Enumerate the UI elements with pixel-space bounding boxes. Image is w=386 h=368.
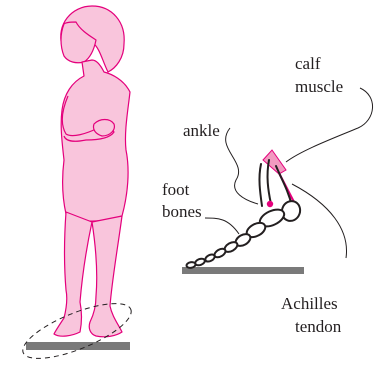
ankle-joint-dot: [267, 201, 273, 207]
leg-bones: [259, 160, 292, 206]
ankle-label: ankle: [183, 121, 220, 140]
calf-label-line2: muscle: [295, 77, 343, 96]
foot-bones-leader: [205, 218, 239, 234]
woman-figure: [54, 6, 130, 337]
achilles-label-line2: tendon: [295, 317, 342, 336]
leader-lines: [205, 88, 373, 258]
foot-label-line1: foot: [162, 180, 190, 199]
calf-leader: [286, 88, 373, 162]
woman-leg-left: [54, 212, 92, 336]
ankle-leader: [226, 128, 258, 204]
foot-label-line2: bones: [162, 202, 202, 221]
achilles-leader: [292, 184, 347, 258]
woman-leg-right: [89, 216, 122, 337]
woman-ground: [26, 342, 130, 350]
calf-label-line1: calf: [295, 54, 321, 73]
foot-ground: [182, 267, 304, 274]
calf-muscle-shape: [263, 150, 286, 174]
foot-bones: [186, 199, 303, 269]
achilles-label-line1: Achilles: [281, 294, 338, 313]
